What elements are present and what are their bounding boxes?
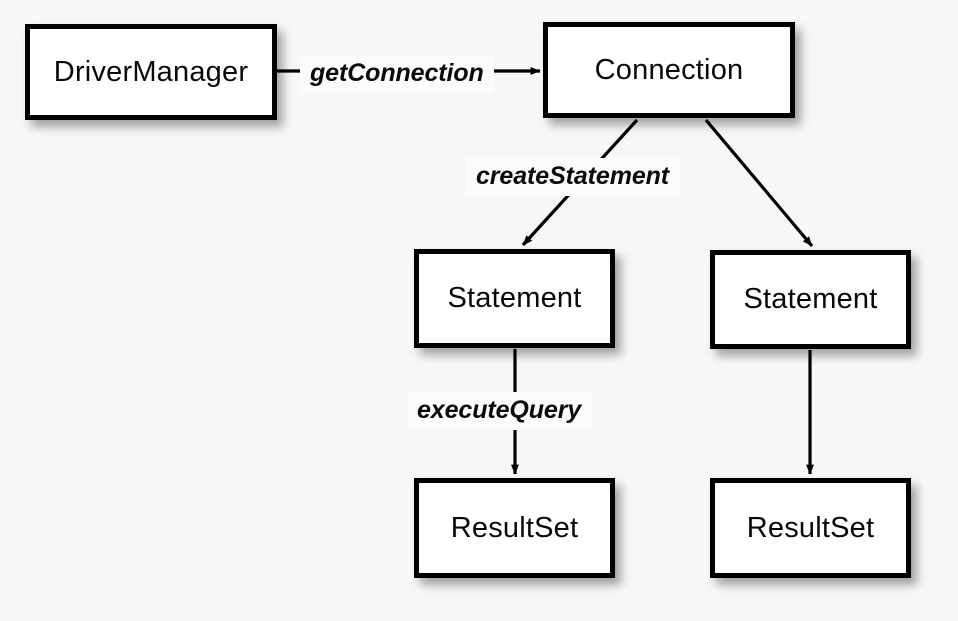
node-statement-right[interactable]: Statement xyxy=(710,250,911,349)
edge-label-createstatement: createStatement xyxy=(466,158,680,196)
node-resultset-right[interactable]: ResultSet xyxy=(710,478,911,578)
node-label-connection: Connection xyxy=(594,53,744,86)
node-label-driver-manager: DriverManager xyxy=(53,55,249,88)
node-label-statement-right: Statement xyxy=(743,283,878,315)
edge-label-executequery: executeQuery xyxy=(407,392,592,430)
node-label-resultset-left: ResultSet xyxy=(450,511,579,544)
node-label-resultset-right: ResultSet xyxy=(746,511,875,544)
node-statement-left[interactable]: Statement xyxy=(414,249,615,348)
node-resultset-left[interactable]: ResultSet xyxy=(414,478,615,578)
node-connection[interactable]: Connection xyxy=(543,22,795,118)
edge-createstatement-right-line xyxy=(704,118,814,248)
node-driver-manager[interactable]: DriverManager xyxy=(25,24,277,120)
edge-label-getconnection: getConnection xyxy=(300,55,494,93)
node-label-statement-left: Statement xyxy=(447,282,582,314)
